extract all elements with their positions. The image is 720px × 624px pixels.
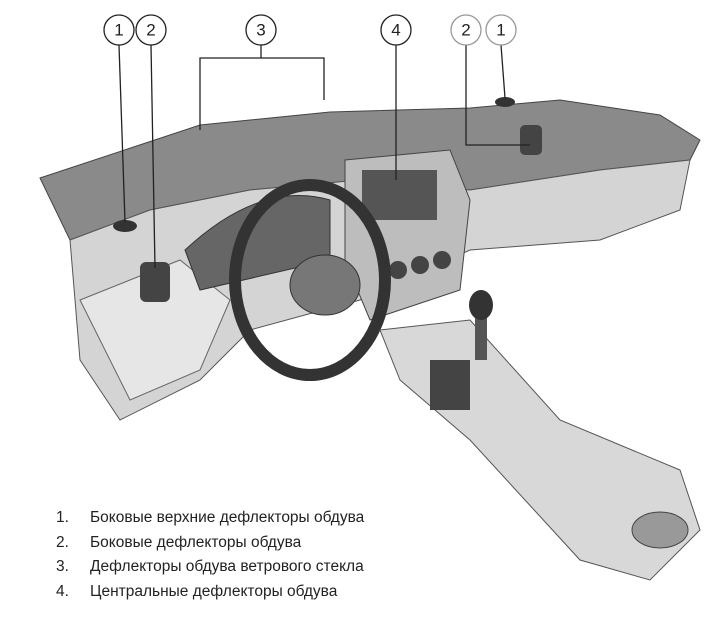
callout-1-right: 1	[485, 14, 517, 46]
center-vents	[362, 170, 437, 220]
legend-item: 2. Боковые дефлекторы обдува	[56, 531, 364, 556]
callout-2-left: 2	[135, 14, 167, 46]
callouts: 1 2 3 4 2 1	[103, 14, 517, 46]
callout-label: 3	[256, 21, 265, 40]
callout-label: 1	[496, 21, 505, 40]
callout-label: 2	[461, 21, 470, 40]
right-side-vent	[520, 125, 542, 155]
legend-number: 1.	[56, 509, 69, 526]
legend-text: Центральные дефлекторы обдува	[90, 582, 338, 600]
legend-item: 3. Дефлекторы обдува ветрового стекла	[56, 555, 364, 580]
legend-item: 1. Боковые верхние дефлекторы обдува	[56, 506, 364, 531]
callout-label: 4	[391, 21, 400, 40]
legend-text: Дефлекторы обдува ветрового стекла	[90, 558, 364, 575]
left-upper-vent	[113, 220, 137, 232]
callout-label: 2	[146, 21, 155, 40]
callout-label: 1	[114, 21, 123, 40]
legend: 1. Боковые верхние дефлекторы обдува 2. Бо…	[56, 506, 364, 604]
gear-knob	[469, 290, 493, 320]
legend-text: Боковые верхние дефлекторы обдува	[90, 509, 365, 526]
callout-2-right: 2	[450, 14, 482, 46]
callout-3: 3	[245, 14, 277, 46]
right-upper-vent	[495, 97, 515, 107]
legend-text: Боковые дефлекторы обдува	[90, 533, 302, 551]
legend-number: 3.	[56, 558, 69, 575]
callout-1-left: 1	[103, 14, 135, 46]
legend-item: 4. Центральные дефлекторы обдува	[56, 580, 364, 605]
left-side-vent	[140, 262, 170, 302]
legend-number: 4.	[56, 582, 69, 600]
callout-4: 4	[380, 14, 412, 46]
legend-number: 2.	[56, 533, 69, 551]
steering-wheel	[229, 179, 391, 381]
